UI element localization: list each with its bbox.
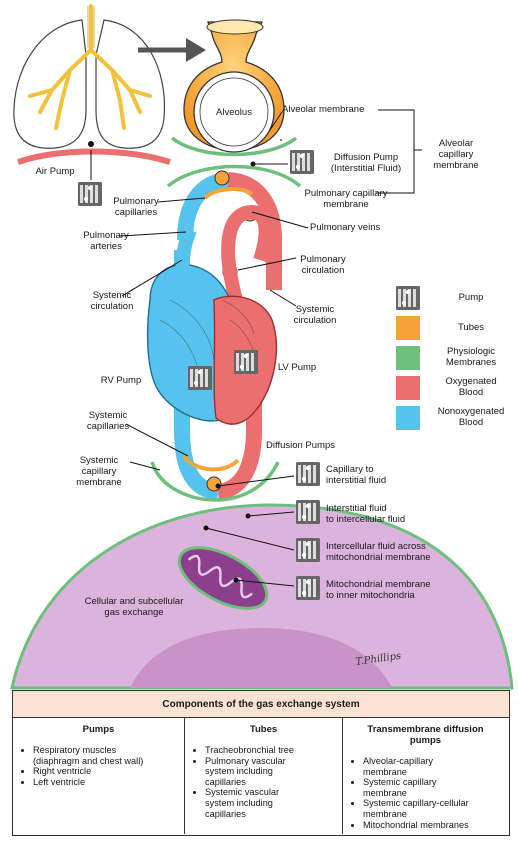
column-header: Transmembrane diffusion pumps <box>367 724 484 746</box>
legend-label: Pump <box>458 292 484 303</box>
alveolus <box>183 19 285 153</box>
heart <box>146 227 278 425</box>
label-rv-pump: RV Pump <box>100 375 142 386</box>
diaphragm <box>17 148 171 165</box>
legend-item-pump: Pump <box>396 286 516 312</box>
label-cellular-gas-exchange: Cellular and subcellular gas exchange <box>84 596 184 618</box>
label-lv-pump: LV Pump <box>277 362 317 373</box>
list-item: Tracheobronchial tree <box>205 745 334 756</box>
table-column-pumps: Pumps Respiratory muscles (diaphragm and… <box>13 718 185 834</box>
cell-nucleus <box>130 628 392 688</box>
label-air-pump: Air Pump <box>35 166 75 177</box>
list-item: Systemic capillary membrane <box>363 777 500 798</box>
label-pulmonary-arteries: Pulmonary arteries <box>83 230 129 252</box>
list-item: Mitochondrial membranes <box>363 820 500 831</box>
table-title: Components of the gas exchange system <box>13 691 509 718</box>
label-pulmonary-capillary-membrane: Pulmonary capillary membrane <box>304 188 388 210</box>
label-intercellular-to-mito: Intercellular fluid across mitochondrial… <box>326 541 431 563</box>
column-header: Pumps <box>82 724 115 735</box>
label-capillary-to-interstitial: Capillary to interstitial fluid <box>326 464 387 486</box>
list-item: Pulmonary vascular system including capi… <box>205 756 334 788</box>
legend-item-oxygenated: Oxygenated Blood <box>396 376 516 402</box>
label-mito-membrane: Mitochondrial membrane to inner mitochon… <box>326 579 431 601</box>
label-systemic-capillary-membrane: Systemic capillary membrane <box>76 455 122 488</box>
legend-label: Physiologic Membranes <box>445 346 497 368</box>
column-list: Tracheobronchial treePulmonary vascular … <box>193 745 334 819</box>
legend-swatch-oxygenated <box>396 376 420 400</box>
list-item: Left ventricle <box>33 777 176 788</box>
label-systemic-circulation-right: Systemic circulation <box>293 304 337 326</box>
legend-label: Nonoxygenated Blood <box>437 406 505 428</box>
legend-label: Tubes <box>457 322 485 333</box>
legend-item-tubes: Tubes <box>396 316 516 342</box>
label-alveolar-membrane: Alveolar membrane <box>282 104 365 115</box>
legend-item-nonoxygenated: Nonoxygenated Blood <box>396 406 516 432</box>
label-systemic-circulation-left: Systemic circulation <box>90 290 134 312</box>
label-alveolus: Alveolus <box>216 107 252 118</box>
label-pulmonary-capillaries: Pulmonary capillaries <box>113 196 159 218</box>
column-list: Alveolar-capillary membraneSystemic capi… <box>351 756 500 830</box>
label-alveolar-capillary-membrane: Alveolar capillary membrane <box>433 138 479 171</box>
table-column-tubes: Tubes Tracheobronchial treePulmonary vas… <box>185 718 343 834</box>
pulmonary-loop-red <box>226 172 282 290</box>
table-column-diffusion: Transmembrane diffusion pumps Alveolar-c… <box>343 718 508 834</box>
list-item: Systemic capillary-cellular membrane <box>363 798 500 819</box>
systemic-loop-red <box>216 380 262 500</box>
aorta-arch <box>221 204 273 302</box>
pulmonary-capillary-membrane <box>166 164 302 188</box>
legend-swatch-membranes <box>396 346 420 370</box>
column-header: Tubes <box>249 724 278 735</box>
systemic-capillary-membrane <box>150 461 280 502</box>
legend-label: Oxygenated Blood <box>445 376 497 398</box>
legend-item-membranes: Physiologic Membranes <box>396 346 516 372</box>
list-item: Respiratory muscles (diaphragm and chest… <box>33 745 176 766</box>
gas-exchange-diagram: T.Phillips <box>10 4 514 690</box>
label-pulmonary-veins: Pulmonary veins <box>310 222 381 233</box>
mitochondrion <box>177 546 269 610</box>
alveolar-membrane <box>170 136 298 157</box>
label-pulmonary-circulation: Pulmonary circulation <box>300 254 346 276</box>
list-item: Alveolar-capillary membrane <box>363 756 500 777</box>
list-item: Right ventricle <box>33 766 176 777</box>
components-table: Components of the gas exchange system Pu… <box>12 690 510 836</box>
label-diffusion-pumps: Diffusion Pumps <box>266 440 335 451</box>
legend-swatch-tubes <box>396 316 420 340</box>
label-systemic-capillaries: Systemic capillaries <box>86 410 130 432</box>
lungs <box>13 4 166 149</box>
pump-icon <box>396 286 420 310</box>
label-interstitial-to-intercellular: Interstitial fluid to intercellular flui… <box>326 503 406 525</box>
column-list: Respiratory muscles (diaphragm and chest… <box>21 745 176 787</box>
label-diffusion-pump: Diffusion Pump (Interstitial Fluid) <box>330 152 402 174</box>
list-item: Systemic vascular system including capil… <box>205 787 334 819</box>
systemic-loop-blue <box>174 250 220 500</box>
legend-swatch-nonoxygenated <box>396 406 420 430</box>
